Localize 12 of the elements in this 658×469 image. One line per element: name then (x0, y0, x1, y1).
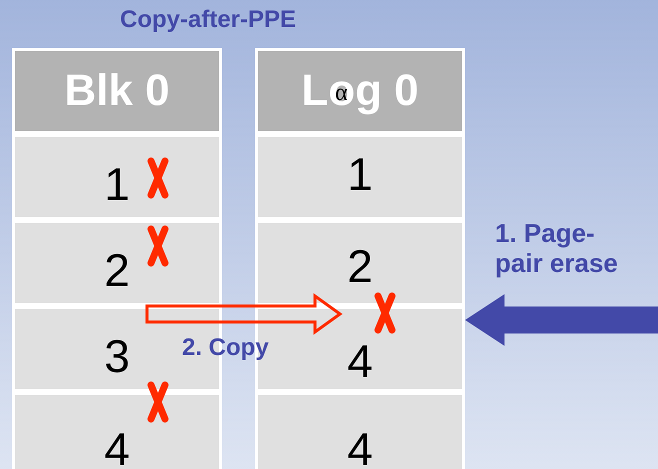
edge-label: 2. Copy (182, 334, 269, 362)
table-cell: 2 (255, 220, 465, 306)
column-header: Blk 0 (12, 48, 222, 134)
arrow (146, 293, 343, 335)
title: Copy-after-PPE (120, 6, 296, 34)
table-cell: 4 (255, 392, 465, 469)
arrow (465, 294, 658, 346)
edge-label: 1. Page-pair erase (495, 218, 619, 278)
table-cell: 1 (12, 134, 222, 220)
table-cell: 4 (12, 392, 222, 469)
table-cell: 2 (12, 220, 222, 306)
table-cell: 1 (255, 134, 465, 220)
